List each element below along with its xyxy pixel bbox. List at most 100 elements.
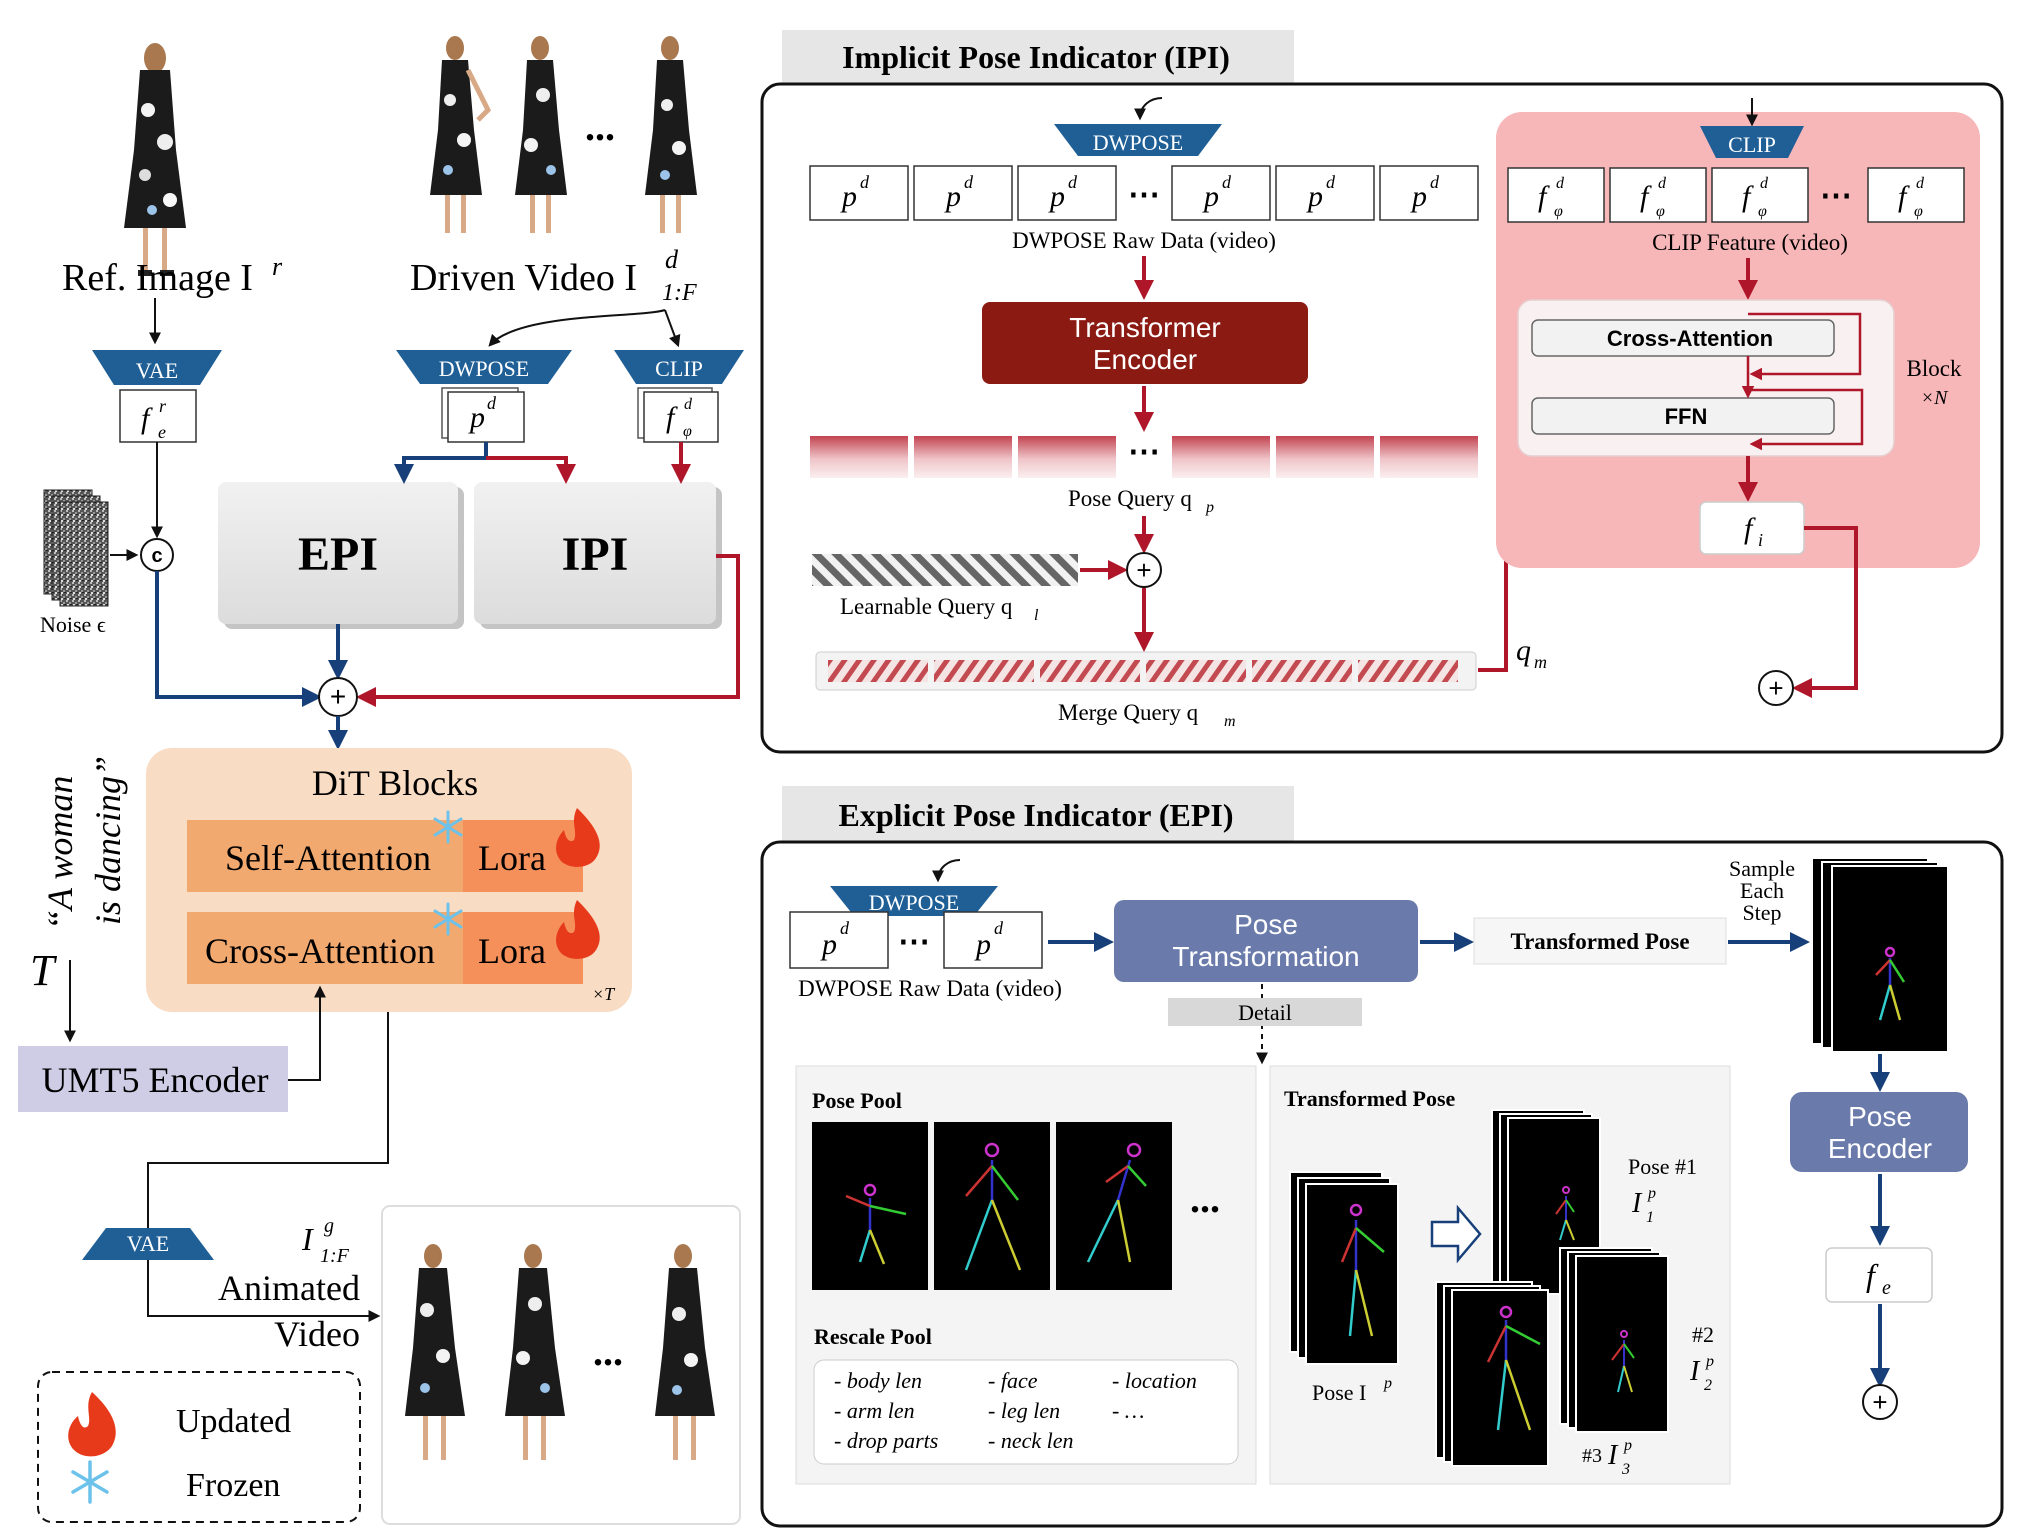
plus-left-symbol: + — [330, 681, 346, 712]
animated-i: I — [301, 1221, 314, 1257]
ffn-bar — [1531, 397, 1835, 435]
animated-ellipsis: ... — [593, 1329, 623, 1374]
text-symbol: T — [30, 946, 58, 995]
qm-sub: m — [1534, 652, 1547, 672]
rescale-pool-items: - body len - face - location - arm len -… — [834, 1368, 1197, 1453]
noise-label: Noise ϵ — [40, 612, 106, 637]
fphi-sub: φ — [1758, 203, 1767, 220]
pose-query-sub: p — [1205, 499, 1214, 516]
pose2-sup: p — [1705, 1353, 1714, 1370]
fphi-sup: d — [1760, 175, 1769, 192]
epi-out-plus-circle — [1862, 1384, 1898, 1420]
fe-r-sup: r — [159, 396, 167, 416]
vae-decoder: VAE — [82, 1228, 214, 1260]
ffn-label: FFN — [1665, 404, 1708, 429]
dit-title: DiT Blocks — [312, 763, 478, 803]
flame-icon — [556, 808, 600, 867]
fphi-sup: d — [1916, 175, 1925, 192]
ipi-pd-text: p — [1306, 180, 1323, 213]
lora-label-1: Lora — [478, 838, 546, 878]
ipi-plus-symbol: + — [1136, 555, 1151, 585]
pose-query-caption: Pose Query q — [1068, 486, 1192, 511]
merge-query-sub: m — [1224, 713, 1236, 730]
ipi-raw-data-caption: DWPOSE Raw Data (video) — [1012, 228, 1276, 253]
pd-left-text: p — [468, 401, 485, 434]
ipi-pd-ellipsis: ⋯ — [1128, 176, 1160, 212]
rescale-item: - location — [1112, 1368, 1197, 1393]
learnable-query-caption: Learnable Query q — [840, 594, 1013, 619]
clip-feature-row: f φ d f φ d f φ d ⋯ f φ d — [1507, 167, 1965, 223]
driven-ellipsis: ... — [585, 104, 615, 149]
dit-times-t: ×T — [592, 984, 616, 1004]
pd-to-epi-arrow — [394, 442, 488, 484]
ipi-to-plus-arrow — [356, 554, 740, 707]
transformed-pose-tag-label: Transformed Pose — [1510, 929, 1689, 954]
epi-tab — [782, 786, 1294, 842]
animated-label-line1: Animated — [218, 1268, 360, 1308]
epi-pd-sup: d — [840, 918, 850, 938]
fe-sub: e — [1882, 1277, 1891, 1299]
ipi-pd-text: p — [1048, 180, 1065, 213]
legend-updated-label: Updated — [176, 1403, 291, 1440]
fi-sub: i — [1758, 530, 1763, 550]
pose-query-bars — [810, 436, 1478, 478]
dit-to-vae-path — [147, 1012, 389, 1228]
fe-r-sub: e — [158, 422, 166, 442]
text-prompt: “A woman is dancing” — [40, 756, 128, 930]
vae-label: VAE — [136, 358, 178, 383]
learnable-query-bar — [812, 554, 1078, 586]
noise-stack — [43, 489, 109, 607]
fphi-box — [1867, 167, 1965, 223]
driven-to-clip-arrow — [664, 309, 681, 348]
flame-icon — [68, 1392, 116, 1457]
legend-box — [37, 1371, 361, 1523]
ipi-label: IPI — [562, 528, 629, 581]
merge-query-caption: Merge Query q — [1058, 700, 1199, 725]
ipi-pd-text: p — [840, 180, 857, 213]
ipi-tab-title: Implicit Pose Indicator (IPI) — [842, 39, 1230, 75]
pose1-i: I — [1631, 1188, 1643, 1219]
umt5-to-cross-attention-arrow — [288, 985, 326, 1081]
merge-query-segments — [828, 660, 1458, 682]
pose2-stack — [1559, 1247, 1669, 1433]
pose1-sup: p — [1647, 1185, 1656, 1202]
ipi-out-plus-circle — [1758, 670, 1794, 706]
ipi-pd-sup: d — [860, 172, 870, 192]
pose3-label: #3 — [1582, 1445, 1602, 1467]
ipi-pd-sup: d — [964, 172, 974, 192]
ipi-pd-box — [1017, 165, 1117, 221]
rescale-item: - … — [1112, 1398, 1144, 1423]
rescale-pool-title: Rescale Pool — [814, 1324, 932, 1349]
epi-pd-text: p — [974, 928, 991, 961]
fphi-box — [1711, 167, 1809, 223]
pd-stack-front — [447, 391, 525, 443]
epi-dwpose-banner: DWPOSE — [830, 886, 998, 916]
pd-to-ipi-arrow — [486, 456, 576, 484]
ipi-pd-box — [1379, 165, 1479, 221]
text-prompt-line1: “A woman — [40, 776, 80, 930]
pose-transformation-line1: Pose — [1234, 909, 1298, 940]
umt5-box — [18, 1046, 288, 1112]
pose-transformation-line2: Transformation — [1172, 941, 1359, 972]
ipi-dwpose-label: DWPOSE — [1093, 130, 1183, 155]
pose3-stack — [1435, 1281, 1549, 1467]
vae-to-video-arrow — [147, 1260, 381, 1322]
ipi-pd-box — [913, 165, 1013, 221]
fphi-sup: d — [1658, 175, 1667, 192]
animated-label-line2: Video — [274, 1314, 360, 1354]
epi-pd-text: p — [820, 928, 837, 961]
ipi-pd-box — [1275, 165, 1375, 221]
epi-raw-data-caption: DWPOSE Raw Data (video) — [798, 976, 1062, 1001]
ref-image — [124, 43, 186, 276]
dwpose-label-left: DWPOSE — [439, 356, 529, 381]
ipi-plus-circle — [1126, 552, 1162, 588]
pose-query-ellipsis: ⋯ — [1128, 433, 1160, 469]
transformed-pose-title: Transformed Pose — [1284, 1086, 1456, 1111]
fi-to-plus-arrow — [1792, 526, 1858, 698]
lora-label-2: Lora — [478, 931, 546, 971]
pose3-sub: 3 — [1621, 1461, 1630, 1478]
self-attention-label: Self-Attention — [225, 838, 431, 878]
cross-attention-box — [187, 912, 463, 984]
sample-line3: Step — [1742, 900, 1781, 925]
